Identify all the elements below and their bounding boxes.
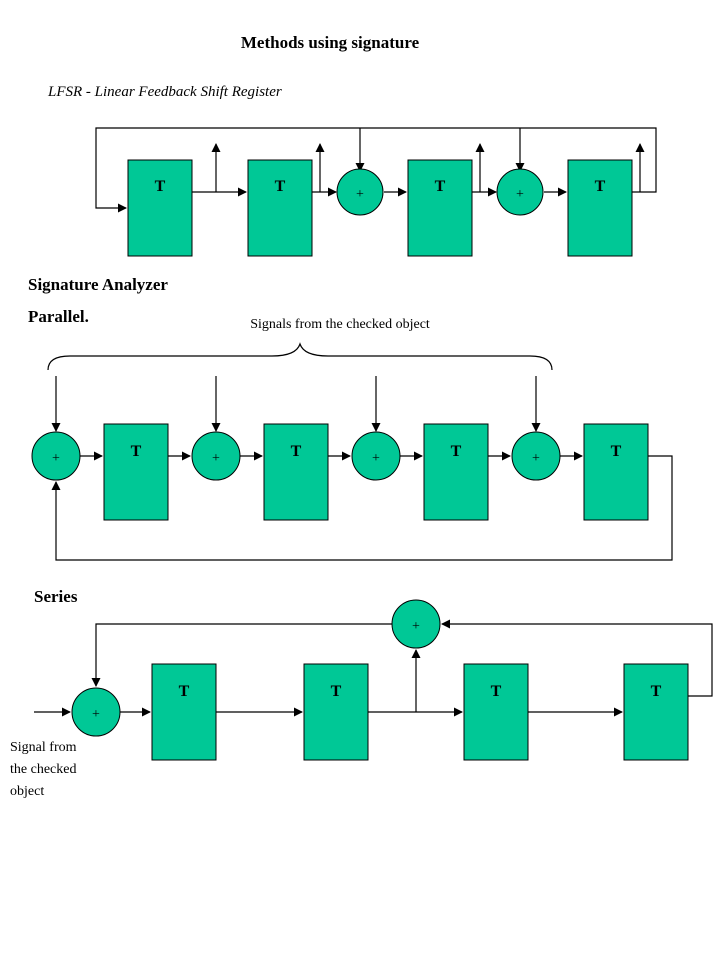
lfsr-xor-1 bbox=[336, 168, 384, 216]
series-diagram: + + T T T T Signal from the checked obje… bbox=[10, 599, 713, 799]
parallel-register-1 bbox=[103, 423, 169, 521]
series-input-caption-line-1: Signal from bbox=[10, 740, 77, 755]
series-feedback-xor bbox=[391, 599, 441, 649]
parallel-register-2 bbox=[263, 423, 329, 521]
series-register-1 bbox=[151, 663, 217, 761]
series-input-caption-line-3: object bbox=[10, 784, 44, 799]
parallel-diagram: + + + + T T T T bbox=[31, 342, 673, 561]
series-register-1-label: T bbox=[179, 683, 190, 700]
series-heading: Series bbox=[34, 587, 78, 606]
series-feedback-wire-1 bbox=[441, 619, 713, 697]
lfsr-register-3-label: T bbox=[435, 178, 446, 195]
lfsr-diagram: T T T T + + bbox=[95, 127, 657, 257]
lfsr-register-1 bbox=[127, 159, 193, 257]
parallel-register-3-label: T bbox=[451, 443, 462, 460]
parallel-register-3 bbox=[423, 423, 489, 521]
signature-analyzer-heading: Signature Analyzer bbox=[28, 275, 168, 294]
signals-brace bbox=[47, 342, 553, 371]
parallel-xor-1-label: + bbox=[52, 451, 60, 466]
parallel-heading: Parallel. bbox=[28, 307, 89, 326]
lfsr-register-4-label: T bbox=[595, 178, 606, 195]
series-register-3-label: T bbox=[491, 683, 502, 700]
parallel-caption: Signals from the checked object bbox=[250, 317, 430, 332]
lfsr-register-3 bbox=[407, 159, 473, 257]
series-register-3 bbox=[463, 663, 529, 761]
parallel-xor-4-label: + bbox=[532, 451, 540, 466]
parallel-xor-4 bbox=[511, 431, 561, 481]
series-input-xor bbox=[71, 687, 121, 737]
series-feedback-xor-label: + bbox=[412, 619, 420, 634]
lfsr-feedback-wire bbox=[95, 127, 657, 213]
series-register-2-label: T bbox=[331, 683, 342, 700]
lfsr-xor-2-label: + bbox=[516, 187, 524, 202]
page-title: Methods using signature bbox=[241, 33, 420, 52]
series-register-2 bbox=[303, 663, 369, 761]
parallel-xor-1 bbox=[31, 431, 81, 481]
lfsr-register-2-label: T bbox=[275, 178, 286, 195]
series-input-caption-line-2: the checked bbox=[10, 762, 76, 777]
parallel-register-2-label: T bbox=[291, 443, 302, 460]
series-input-xor-label: + bbox=[92, 707, 100, 722]
lfsr-register-2 bbox=[247, 159, 313, 257]
parallel-xor-3-label: + bbox=[372, 451, 380, 466]
parallel-xor-3 bbox=[351, 431, 401, 481]
lfsr-subtitle: LFSR - Linear Feedback Shift Register bbox=[47, 84, 282, 100]
series-register-4-label: T bbox=[651, 683, 662, 700]
parallel-register-4-label: T bbox=[611, 443, 622, 460]
series-feedback-wire-2 bbox=[91, 623, 392, 687]
series-register-4 bbox=[623, 663, 689, 761]
lfsr-xor-2 bbox=[496, 168, 544, 216]
parallel-xor-2 bbox=[191, 431, 241, 481]
lfsr-register-1-label: T bbox=[155, 178, 166, 195]
parallel-register-1-label: T bbox=[131, 443, 142, 460]
parallel-xor-2-label: + bbox=[212, 451, 220, 466]
parallel-feedback-wire bbox=[51, 455, 673, 561]
lfsr-register-4 bbox=[567, 159, 633, 257]
lfsr-xor-1-label: + bbox=[356, 187, 364, 202]
parallel-register-4 bbox=[583, 423, 649, 521]
